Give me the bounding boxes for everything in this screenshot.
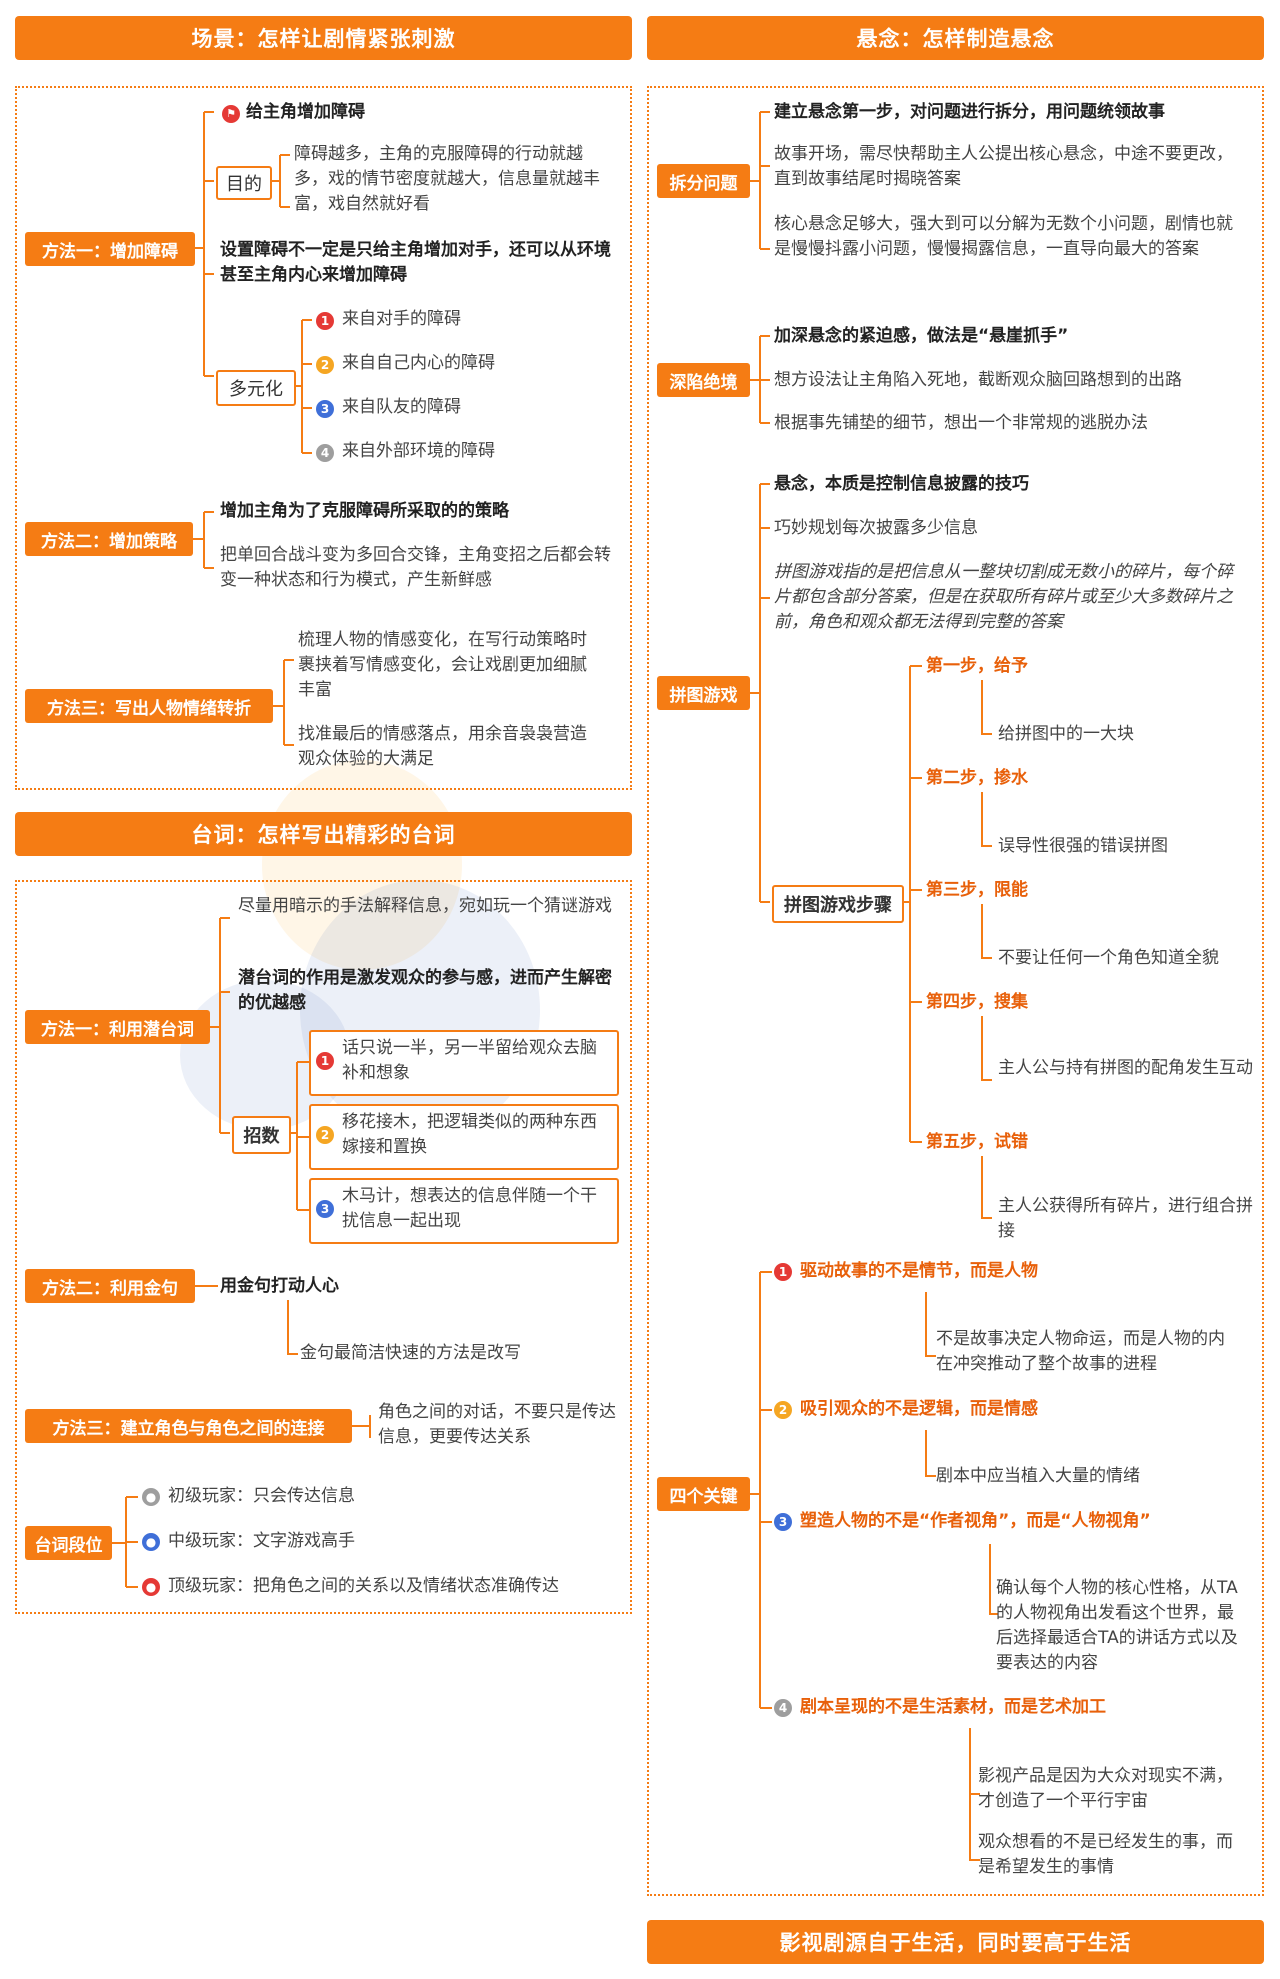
number-3-icon: 3 [316, 1200, 334, 1218]
step-4-text: 主人公与持有拼图的配角发生互动 [998, 1058, 1253, 1078]
key-3-text: 确认每个人物的核心性格，从TA的人物视角出发看这个世界，最后选择最适合TA的讲话… [996, 1578, 1238, 1673]
moves-tag: 招数 [232, 1116, 291, 1154]
dialogue-m3-text: 角色之间的对话，不要只是传达信息，更要传达关系 [378, 1402, 616, 1447]
diverse-item-1: 来自对手的障碍 [342, 309, 461, 329]
dialogue-m1-text1: 尽量用暗示的手法解释信息，宛如玩一个猜谜游戏 [238, 896, 612, 916]
number-2-icon: 2 [316, 1126, 334, 1144]
step-3-title: 第三步，限能 [926, 880, 1028, 900]
watermark-body [300, 880, 540, 1140]
scene-m2-text: 把单回合战斗变为多回合交锋，主角变招之后都会转变一种状态和行为模式，产生新鲜感 [220, 545, 611, 590]
number-2-icon: 2 [774, 1401, 792, 1419]
number-1-icon: 1 [774, 1263, 792, 1281]
key-1-title: 驱动故事的不是情节，而是人物 [800, 1261, 1038, 1281]
puzzle-steps-tag: 拼图游戏步骤 [772, 885, 904, 923]
trap-head: 加深悬念的紧迫感，做法是“悬崖抓手” [774, 326, 1069, 346]
level-item-3: 顶级玩家：把角色之间的关系以及情绪状态准确传达 [168, 1576, 559, 1596]
number-4-icon: 4 [316, 444, 334, 462]
move-card-3 [309, 1178, 619, 1244]
scene-method2-tag: 方法二：增加策略 [25, 522, 193, 556]
level-item-1: 初级玩家：只会传达信息 [168, 1486, 355, 1506]
number-4-icon: 4 [774, 1699, 792, 1717]
dialogue-method3-tag: 方法三：建立角色与角色之间的连接 [25, 1409, 352, 1443]
number-1-icon: 1 [316, 1052, 334, 1070]
scene-goal-head: ⚑ 给主角增加障碍 [222, 100, 522, 125]
trap-text2: 根据事先铺垫的细节，想出一个非常规的逃脱办法 [774, 413, 1148, 433]
move-card-2 [309, 1104, 619, 1170]
dialogue-box [15, 880, 632, 1614]
key-1-text: 不是故事决定人物命运，而是人物的内在冲突推动了整个故事的进程 [936, 1329, 1225, 1374]
footer-banner: 影视剧源自于生活，同时要高于生活 [647, 1920, 1264, 1964]
move-card-1 [309, 1030, 619, 1096]
trap-tag: 深陷绝境 [657, 363, 750, 397]
scene-m3-text1: 梳理人物的情感变化，在写行动策略时裹挟着写情感变化，会让戏剧更加细腻丰富 [298, 630, 587, 700]
move-text-3: 木马计，想表达的信息伴随一个干扰信息一起出现 [342, 1186, 597, 1231]
watermark-head [262, 760, 462, 970]
step-3-text: 不要让任何一个角色知道全貌 [998, 948, 1219, 968]
step-1-text: 给拼图中的一大块 [998, 724, 1134, 744]
move-text-2: 移花接木，把逻辑类似的两种东西嫁接和置换 [342, 1112, 597, 1157]
trap-text1: 想方设法让主角陷入死地，截断观众脑回路想到的出路 [774, 370, 1182, 390]
scene-m3-text2: 找准最后的情感落点，用余音袅袅营造观众体验的大满足 [298, 724, 587, 769]
number-1-icon: 1 [316, 312, 334, 330]
step-1-title: 第一步，给予 [926, 656, 1028, 676]
scene-method3-tag: 方法三：写出人物情绪转折 [25, 689, 273, 723]
key-2-text: 剧本中应当植入大量的情绪 [936, 1466, 1140, 1486]
level-item-2: 中级玩家：文字游戏高手 [168, 1531, 355, 1551]
intermediate-user-icon: ● [142, 1533, 160, 1551]
suspense-box [647, 86, 1264, 1896]
scene-m2-head: 增加主角为了克服障碍所采取的的策略 [220, 501, 509, 521]
dialogue-m2-text: 金句最简洁快速的方法是改写 [300, 1343, 521, 1363]
dialogue-method2-tag: 方法二：利用金句 [25, 1269, 195, 1303]
header-suspense: 悬念：怎样制造悬念 [647, 16, 1264, 60]
levels-tag: 台词段位 [25, 1526, 112, 1560]
flag-icon: ⚑ [222, 105, 240, 123]
step-2-text: 误导性很强的错误拼图 [998, 836, 1168, 856]
number-2-icon: 2 [316, 356, 334, 374]
move-text-1: 话只说一半，另一半留给观众去脑补和想象 [342, 1038, 597, 1083]
diverse-tag: 多元化 [216, 370, 296, 406]
split-head: 建立悬念第一步，对问题进行拆分，用问题统领故事 [774, 102, 1165, 122]
purpose-tag: 目的 [216, 166, 272, 200]
puzzle-italic: 拼图游戏指的是把信息从一整块切割成无数小的碎片，每个碎片都包含部分答案，但是在获… [774, 562, 1233, 632]
scene-method1-tag: 方法一：增加障碍 [25, 232, 195, 266]
key-2-title: 吸引观众的不是逻辑，而是情感 [800, 1399, 1038, 1419]
puzzle-head: 悬念，本质是控制信息披露的技巧 [774, 474, 1029, 494]
diverse-item-2: 来自自己内心的障碍 [342, 353, 495, 373]
scene-box [15, 86, 632, 790]
split-tag: 拆分问题 [657, 164, 750, 198]
header-scene: 场景：怎样让剧情紧张刺激 [15, 16, 632, 60]
puzzle-tag: 拼图游戏 [657, 676, 750, 710]
step-5-title: 第五步，试错 [926, 1132, 1028, 1152]
expert-user-icon: ● [142, 1578, 160, 1596]
split-text1: 故事开场，需尽快帮助主人公提出核心悬念，中途不要更改，直到故事结尾时揭晓答案 [774, 144, 1233, 189]
puzzle-text1: 巧妙规划每次披露多少信息 [774, 518, 978, 538]
key-3-title: 塑造人物的不是“作者视角”，而是“人物视角” [800, 1511, 1151, 1531]
diverse-item-3: 来自队友的障碍 [342, 397, 461, 417]
key-4-text2: 观众想看的不是已经发生的事，而是希望发生的事情 [978, 1832, 1233, 1877]
key-4-text: 影视产品是因为大众对现实不满，才创造了一个平行宇宙 [978, 1766, 1233, 1811]
beginner-user-icon: ● [142, 1488, 160, 1506]
purpose-text: 障碍越多，主角的克服障碍的行动就越多，戏的情节密度就越大，信息量就越丰富，戏自然… [294, 144, 600, 214]
keys-tag: 四个关键 [657, 1477, 750, 1511]
step-2-title: 第二步，掺水 [926, 768, 1028, 788]
dialogue-m2-head: 用金句打动人心 [220, 1276, 339, 1296]
number-3-icon: 3 [316, 400, 334, 418]
number-3-icon: 3 [774, 1513, 792, 1531]
scene-goal-head-text: 给主角增加障碍 [246, 102, 365, 122]
key-4-title: 剧本呈现的不是生活素材，而是艺术加工 [800, 1697, 1106, 1717]
step-5-text: 主人公获得所有碎片，进行组合拼接 [998, 1196, 1253, 1241]
diverse-item-4: 来自外部环境的障碍 [342, 441, 495, 461]
scene-bold-note: 设置障碍不一定是只给主角增加对手，还可以从环境甚至主角内心来增加障碍 [220, 240, 611, 285]
header-dialogue: 台词：怎样写出精彩的台词 [15, 812, 632, 856]
split-text2: 核心悬念足够大，强大到可以分解为无数个小问题，剧情也就是慢慢抖露小问题，慢慢揭露… [774, 214, 1233, 259]
dialogue-method1-tag: 方法一：利用潜台词 [25, 1010, 210, 1044]
step-4-title: 第四步，搜集 [926, 992, 1028, 1012]
dialogue-m1-bold: 潜台词的作用是激发观众的参与感，进而产生解密的优越感 [238, 968, 612, 1013]
